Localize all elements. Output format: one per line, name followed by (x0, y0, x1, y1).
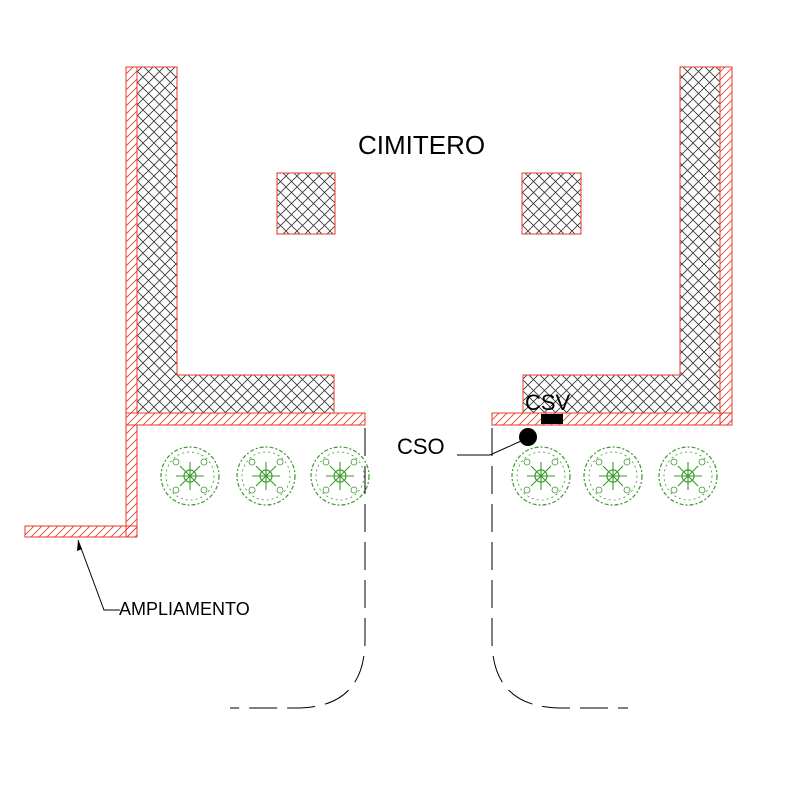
ampliamento-leader-line (77, 539, 120, 611)
tree-icon (160, 446, 220, 506)
cimitero-label: CIMITERO (358, 130, 485, 160)
left-extension-vertical (125, 424, 138, 538)
road-edge-right (491, 428, 628, 709)
left-bottom-hatch-strip (125, 412, 366, 426)
tree-icon (236, 446, 296, 506)
cso-manhole-icon (519, 428, 537, 446)
right-wall-crosshatch (522, 66, 721, 414)
cso-leader-line (457, 440, 522, 456)
right-wall-hatch-strip (719, 66, 733, 426)
ampliamento-label: AMPLIAMENTO (119, 599, 250, 619)
left-wall-hatch-strip (125, 66, 138, 414)
cso-label: CSO (397, 434, 445, 459)
left-square-block (276, 172, 336, 235)
tree-icon (583, 446, 643, 506)
ampliamento-arrow-icon (77, 540, 82, 551)
road-edge-left (230, 428, 366, 709)
tree-icon (310, 446, 370, 506)
tree-icon (658, 446, 718, 506)
csv-label: CSV (525, 390, 571, 415)
ampliamento-strip (24, 525, 138, 538)
csv-manhole-icon (541, 414, 563, 424)
left-wall-crosshatch (136, 66, 335, 414)
tree-icon (511, 446, 571, 506)
right-square-block (521, 172, 582, 235)
